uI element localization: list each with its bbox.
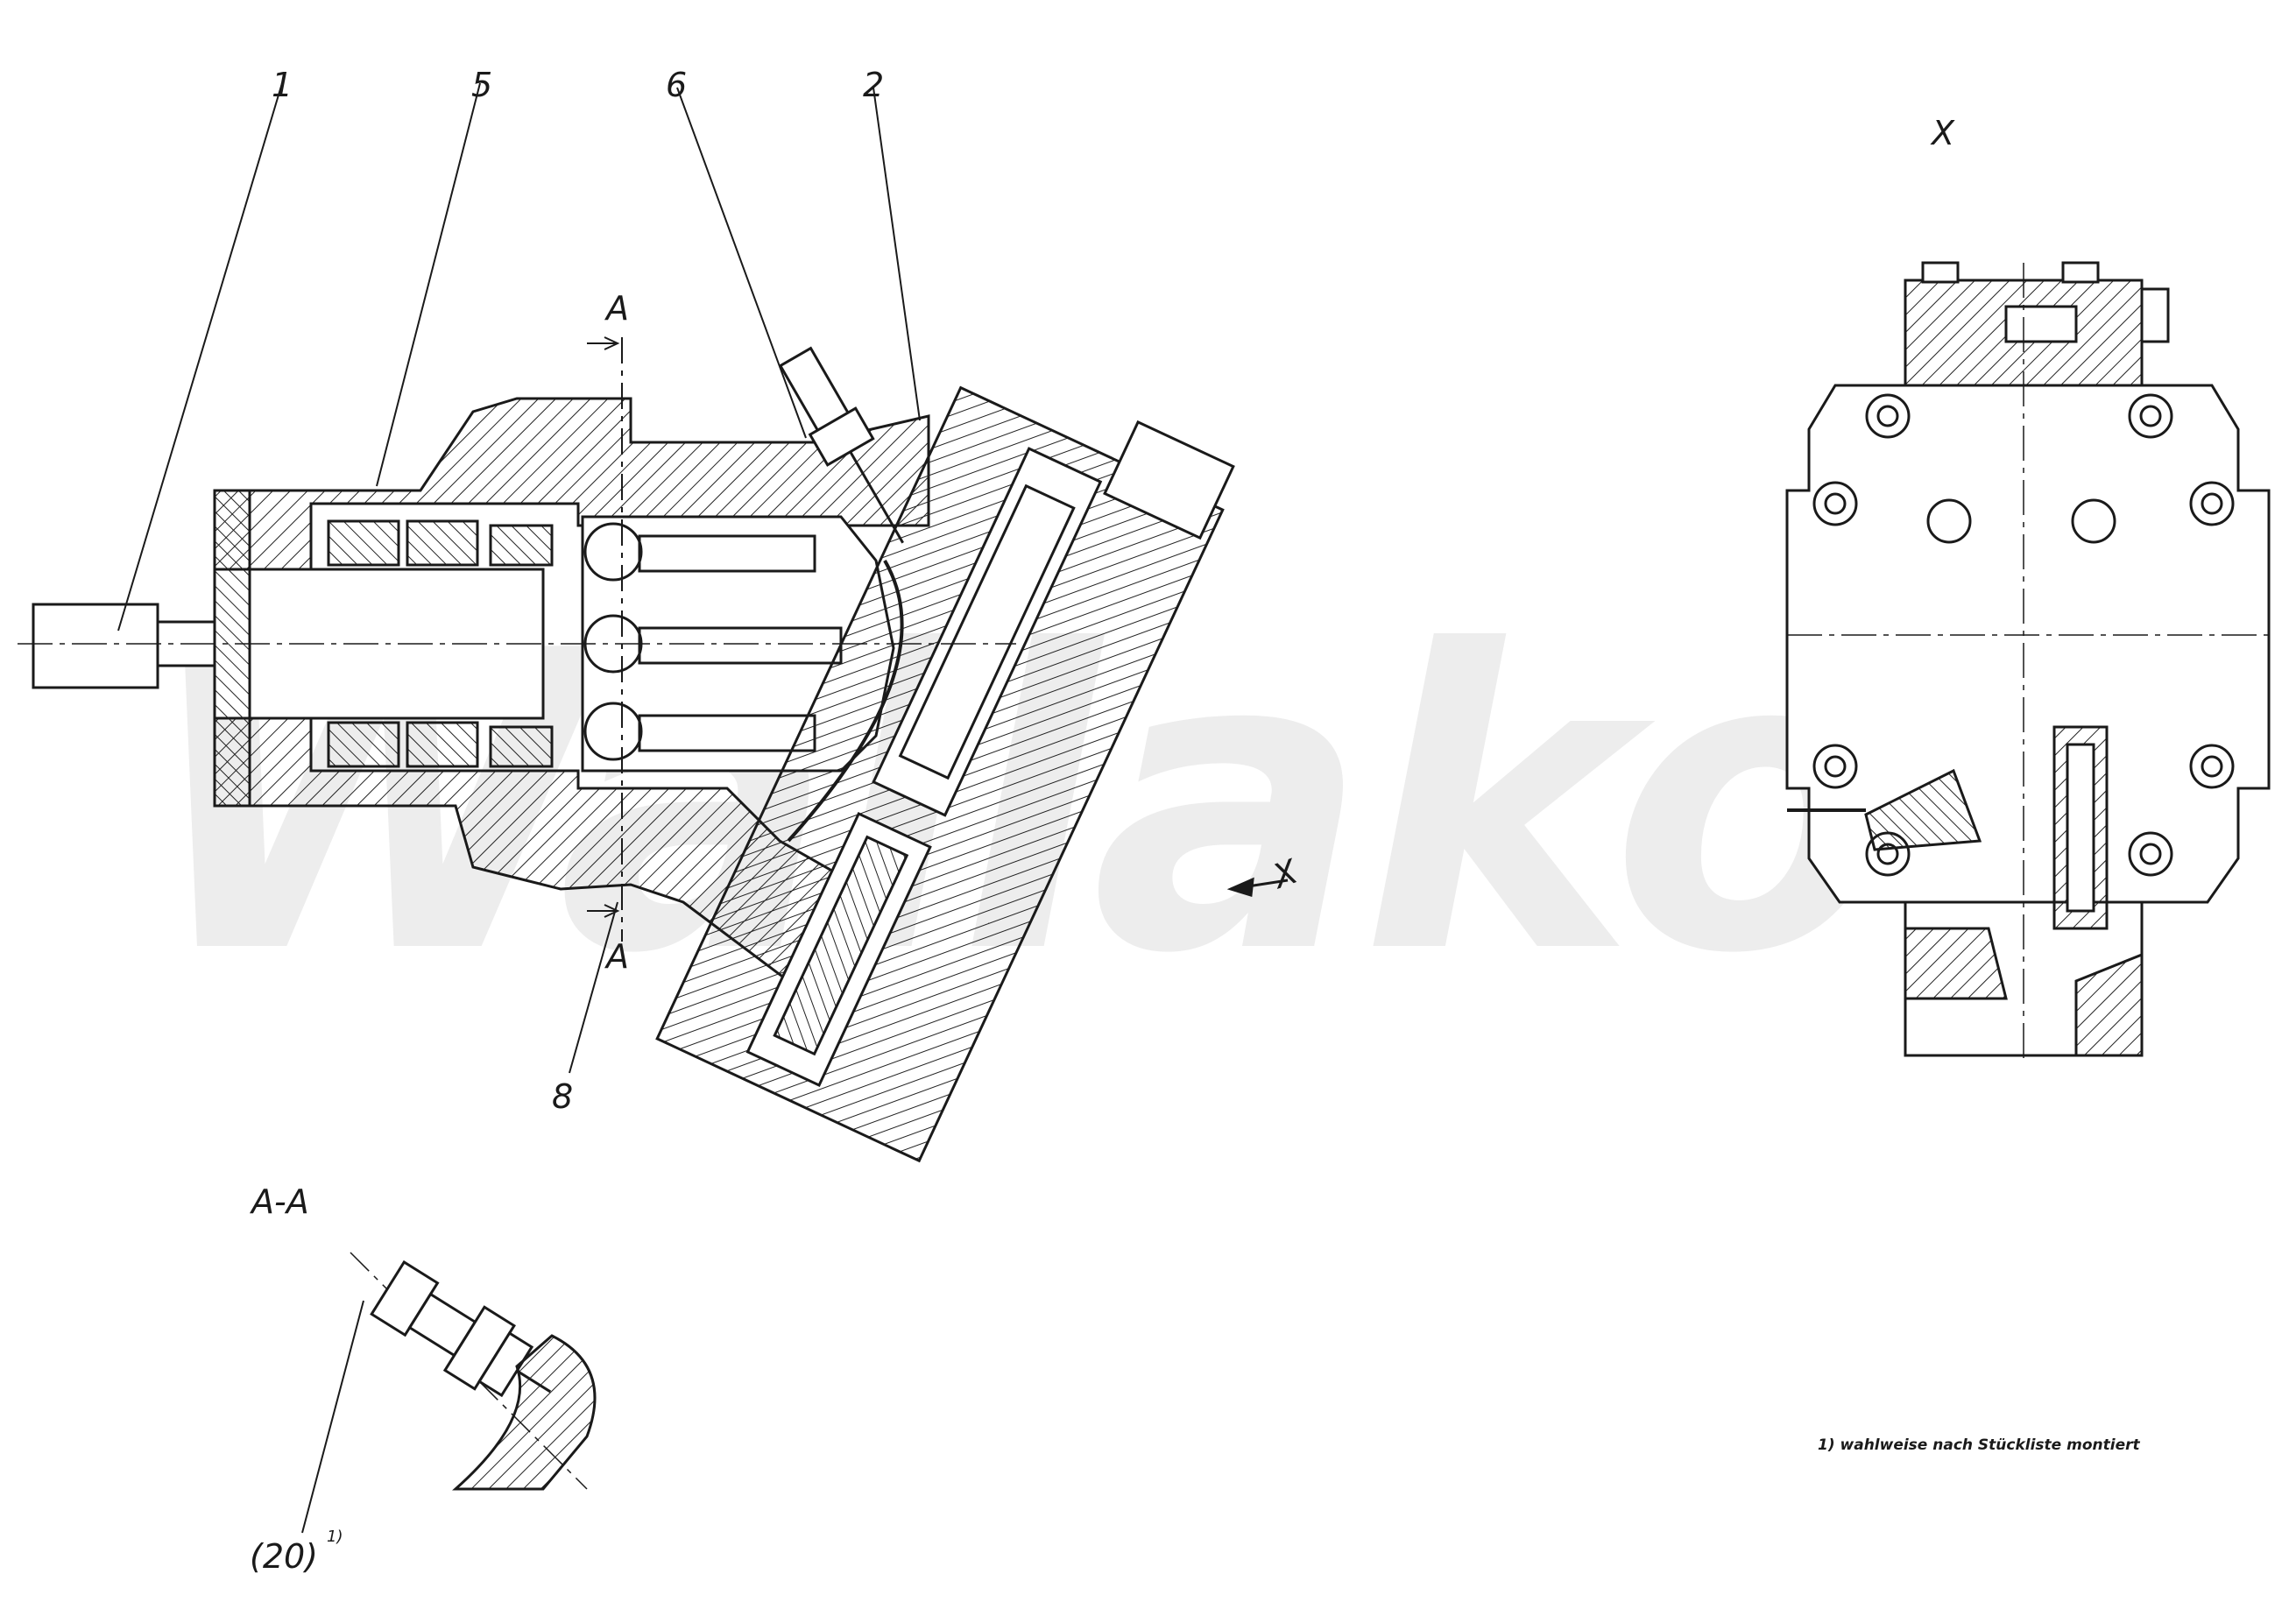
housing-upper (213, 397, 930, 571)
part-ref-superscript: 1) (327, 1528, 343, 1546)
bearing-2 (406, 519, 479, 567)
callout-2: 2 (863, 66, 884, 104)
bearing-1 (327, 519, 400, 567)
callout-6: 6 (666, 66, 687, 104)
view-x-drawing (1785, 261, 2271, 1060)
callout-8: 8 (552, 1077, 573, 1116)
section-arrow-bottom (587, 904, 620, 918)
main-section-view (18, 336, 1289, 1163)
bolt-holes (1812, 393, 2235, 877)
valve-cap (1103, 420, 1235, 540)
callout-5: 5 (471, 66, 492, 104)
bearing-6 (489, 725, 554, 768)
section-aa-drawing (350, 1252, 597, 1491)
lower-spool (773, 835, 909, 1056)
callout-1: 1 (272, 66, 293, 104)
section-mark-top: A (604, 289, 629, 328)
center-body (1785, 384, 2271, 904)
view-x-title: X (1930, 114, 1955, 152)
leader-lines (117, 82, 921, 1074)
swash-plate (787, 559, 904, 843)
adjusting-screw (778, 346, 904, 544)
bearing-3 (327, 721, 400, 768)
part-ref-20: (20) (250, 1537, 318, 1576)
section-mark-bottom: A (604, 937, 629, 976)
control-spool (898, 483, 1076, 780)
bearing-4 (406, 721, 479, 768)
front-flange (213, 489, 251, 808)
curved-housing-section (452, 1334, 597, 1491)
footnote: 1) wahlweise nach Stückliste montiert (1818, 1436, 2140, 1454)
bearing-5 (489, 524, 554, 567)
leader-20 (301, 1300, 364, 1534)
section-arrow-top (587, 336, 620, 350)
section-title: A-A (249, 1182, 309, 1221)
